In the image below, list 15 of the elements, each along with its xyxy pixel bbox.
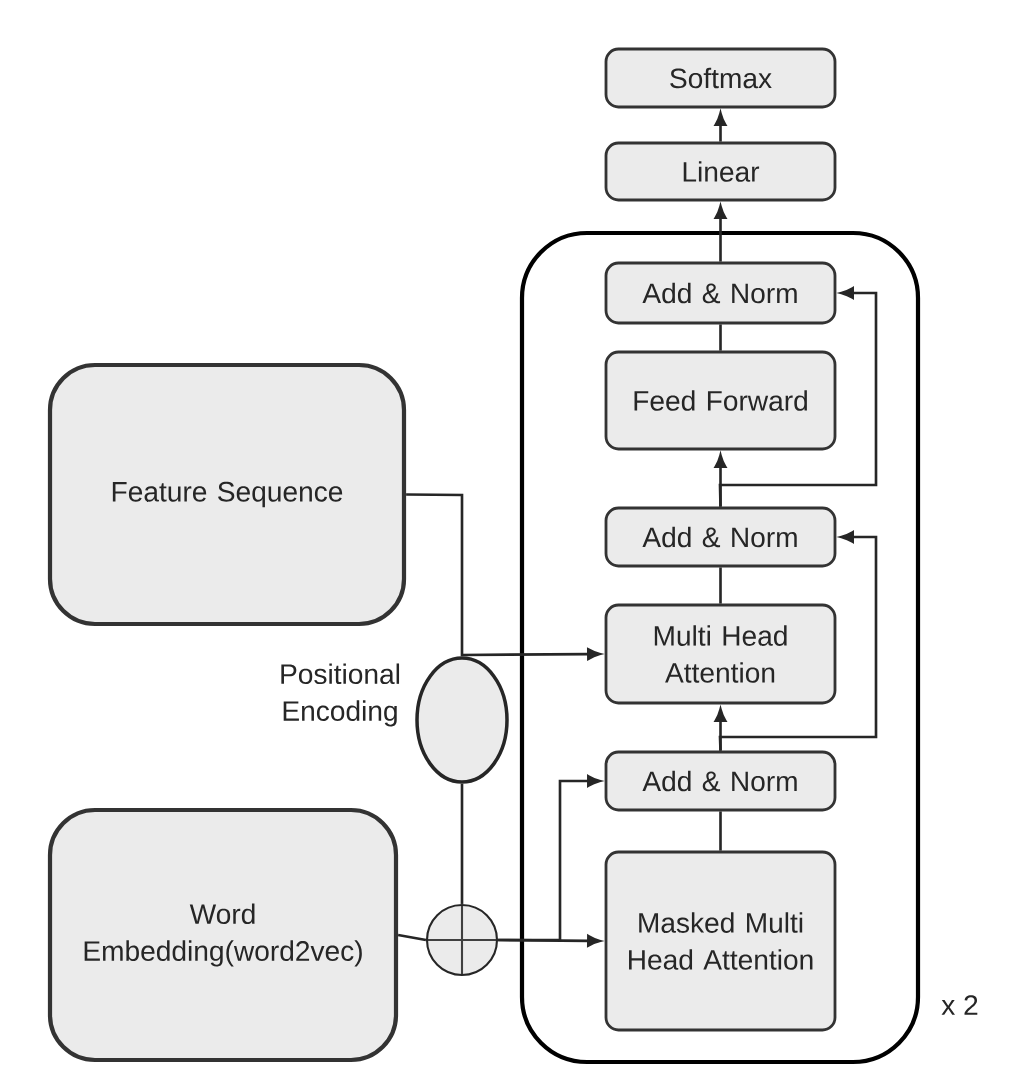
node-label: Positional Encoding — [281, 663, 400, 727]
attention-box: Masked Multi Head Attention — [604, 850, 837, 1032]
input-box: Feature Sequence — [47, 362, 407, 627]
arrow — [718, 531, 878, 751]
attention-box: Multi Head Attention — [604, 603, 837, 705]
add-norm-box: Add & Norm — [604, 261, 837, 325]
softmax-box: Softmax — [604, 47, 837, 109]
repeat-label: x 2 — [941, 995, 978, 1015]
linear-box: Linear — [604, 141, 837, 202]
plus-circle — [425, 903, 499, 977]
input-box: Word Embedding(word2vec) — [47, 807, 399, 1063]
arrow — [718, 287, 878, 507]
add-norm-box: Add & Norm — [604, 750, 837, 812]
add-norm-box: Add & Norm — [604, 506, 837, 568]
feed-forward-box: Feed Forward — [604, 350, 837, 451]
